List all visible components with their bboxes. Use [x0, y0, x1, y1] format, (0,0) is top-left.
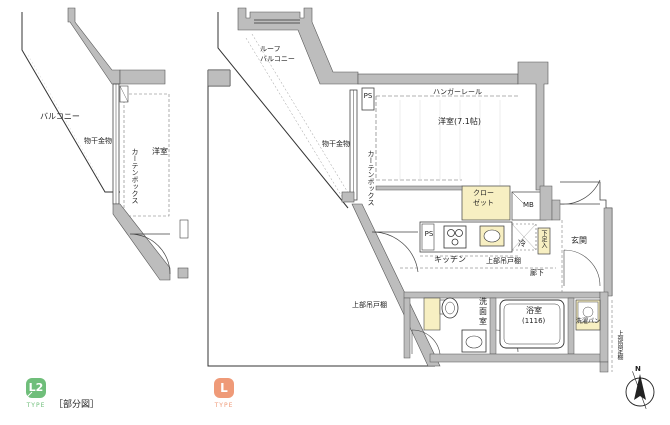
partial-plan-l2: [21, 7, 189, 281]
wall-wash-top: [403, 291, 601, 299]
roof-balcony-outline: [217, 12, 349, 209]
label-ps-top: PS: [363, 92, 373, 100]
fridge-space: [511, 223, 537, 251]
label-curtain-box-main: カーテンボックス: [367, 150, 375, 206]
label-bathroom-2: (1116): [522, 317, 546, 325]
wall-top-corner: [517, 61, 549, 191]
legend-l2-type: TYPE: [26, 402, 46, 409]
wall-diagonal: [112, 203, 171, 281]
legend-l-badge: [214, 378, 234, 398]
wall-diagonal-main: [351, 203, 441, 367]
legend-l2-badge: [25, 378, 46, 399]
washroom-door-swing: [411, 329, 441, 355]
hall-door-swing: [563, 249, 601, 287]
label-bathroom-1: 浴室: [526, 306, 542, 315]
label-mb: MB: [523, 201, 534, 209]
label-washroom-2: 面: [479, 307, 487, 316]
label-western-room-main: 洋室(7.1帖): [438, 117, 481, 126]
ps-top-box: [361, 87, 375, 111]
label-shoe-box: 下足入: [540, 230, 547, 248]
bathtub: [499, 299, 565, 349]
toilet-icon: [441, 297, 459, 319]
bedroom-door-swing: [371, 231, 419, 273]
compass: [625, 371, 655, 410]
wall-top-main: [237, 7, 359, 85]
lower-outline: [207, 70, 435, 367]
label-laundry-hardware-main: 物干金物: [322, 140, 350, 148]
label-balcony-left: バルコニー: [40, 112, 80, 121]
door-swing: [129, 233, 171, 275]
label-closet-1: クロー: [473, 189, 494, 197]
wall-top: [67, 7, 121, 85]
closet-box: [461, 185, 511, 221]
label-kitchen: キッチン: [434, 255, 466, 264]
legend-l-type: TYPE: [214, 402, 234, 409]
ps-kitchen-box: [421, 223, 435, 251]
label-hanger-rail: ハンガーレール: [433, 88, 482, 96]
label-upper-cabinet-kitchen: 上部吊戸棚: [486, 257, 521, 265]
label-ps-kitchen: PS: [424, 230, 434, 238]
label-closet-2: ゼット: [473, 199, 494, 207]
label-western-room-left: 洋室: [152, 147, 168, 156]
legend-l-badge-text: L: [220, 381, 228, 395]
label-upper-fixed-shelf: 上部固定棚: [616, 330, 623, 360]
label-washer-pan: 洗濯パン: [576, 318, 601, 325]
label-laundry-hardware-left: 物干金物: [84, 137, 112, 145]
main-plan-l: [207, 7, 613, 373]
legend-l2-badge-text: L2: [28, 381, 44, 394]
label-washroom-3: 室: [479, 317, 487, 326]
label-curtain-box-left: カーテンボックス: [131, 148, 139, 204]
wash-basin: [461, 329, 487, 353]
wall-top-right-main: [357, 73, 519, 85]
entrance-door-swing: [559, 179, 601, 205]
balcony-outline: [21, 12, 120, 193]
label-roof-balcony-1: ルーフ: [260, 45, 281, 53]
label-roof-balcony-2: バルコニー: [260, 55, 295, 63]
toilet-cabinet: [423, 297, 441, 331]
legend-l2-caption: ［部分図］: [54, 400, 100, 410]
label-upper-cabinet-wash: 上部吊戸棚: [352, 301, 387, 309]
label-hallway: 廊下: [530, 269, 544, 277]
room-dashed-line: [123, 93, 170, 217]
label-entrance: 玄関: [571, 236, 587, 245]
stove-icon: [443, 225, 467, 249]
wall-top-right: [119, 69, 166, 85]
shoe-box: [537, 227, 551, 255]
label-fridge: 冷: [518, 239, 526, 248]
compass-north-label: N: [635, 365, 641, 373]
label-washroom-1: 洗: [479, 297, 487, 306]
